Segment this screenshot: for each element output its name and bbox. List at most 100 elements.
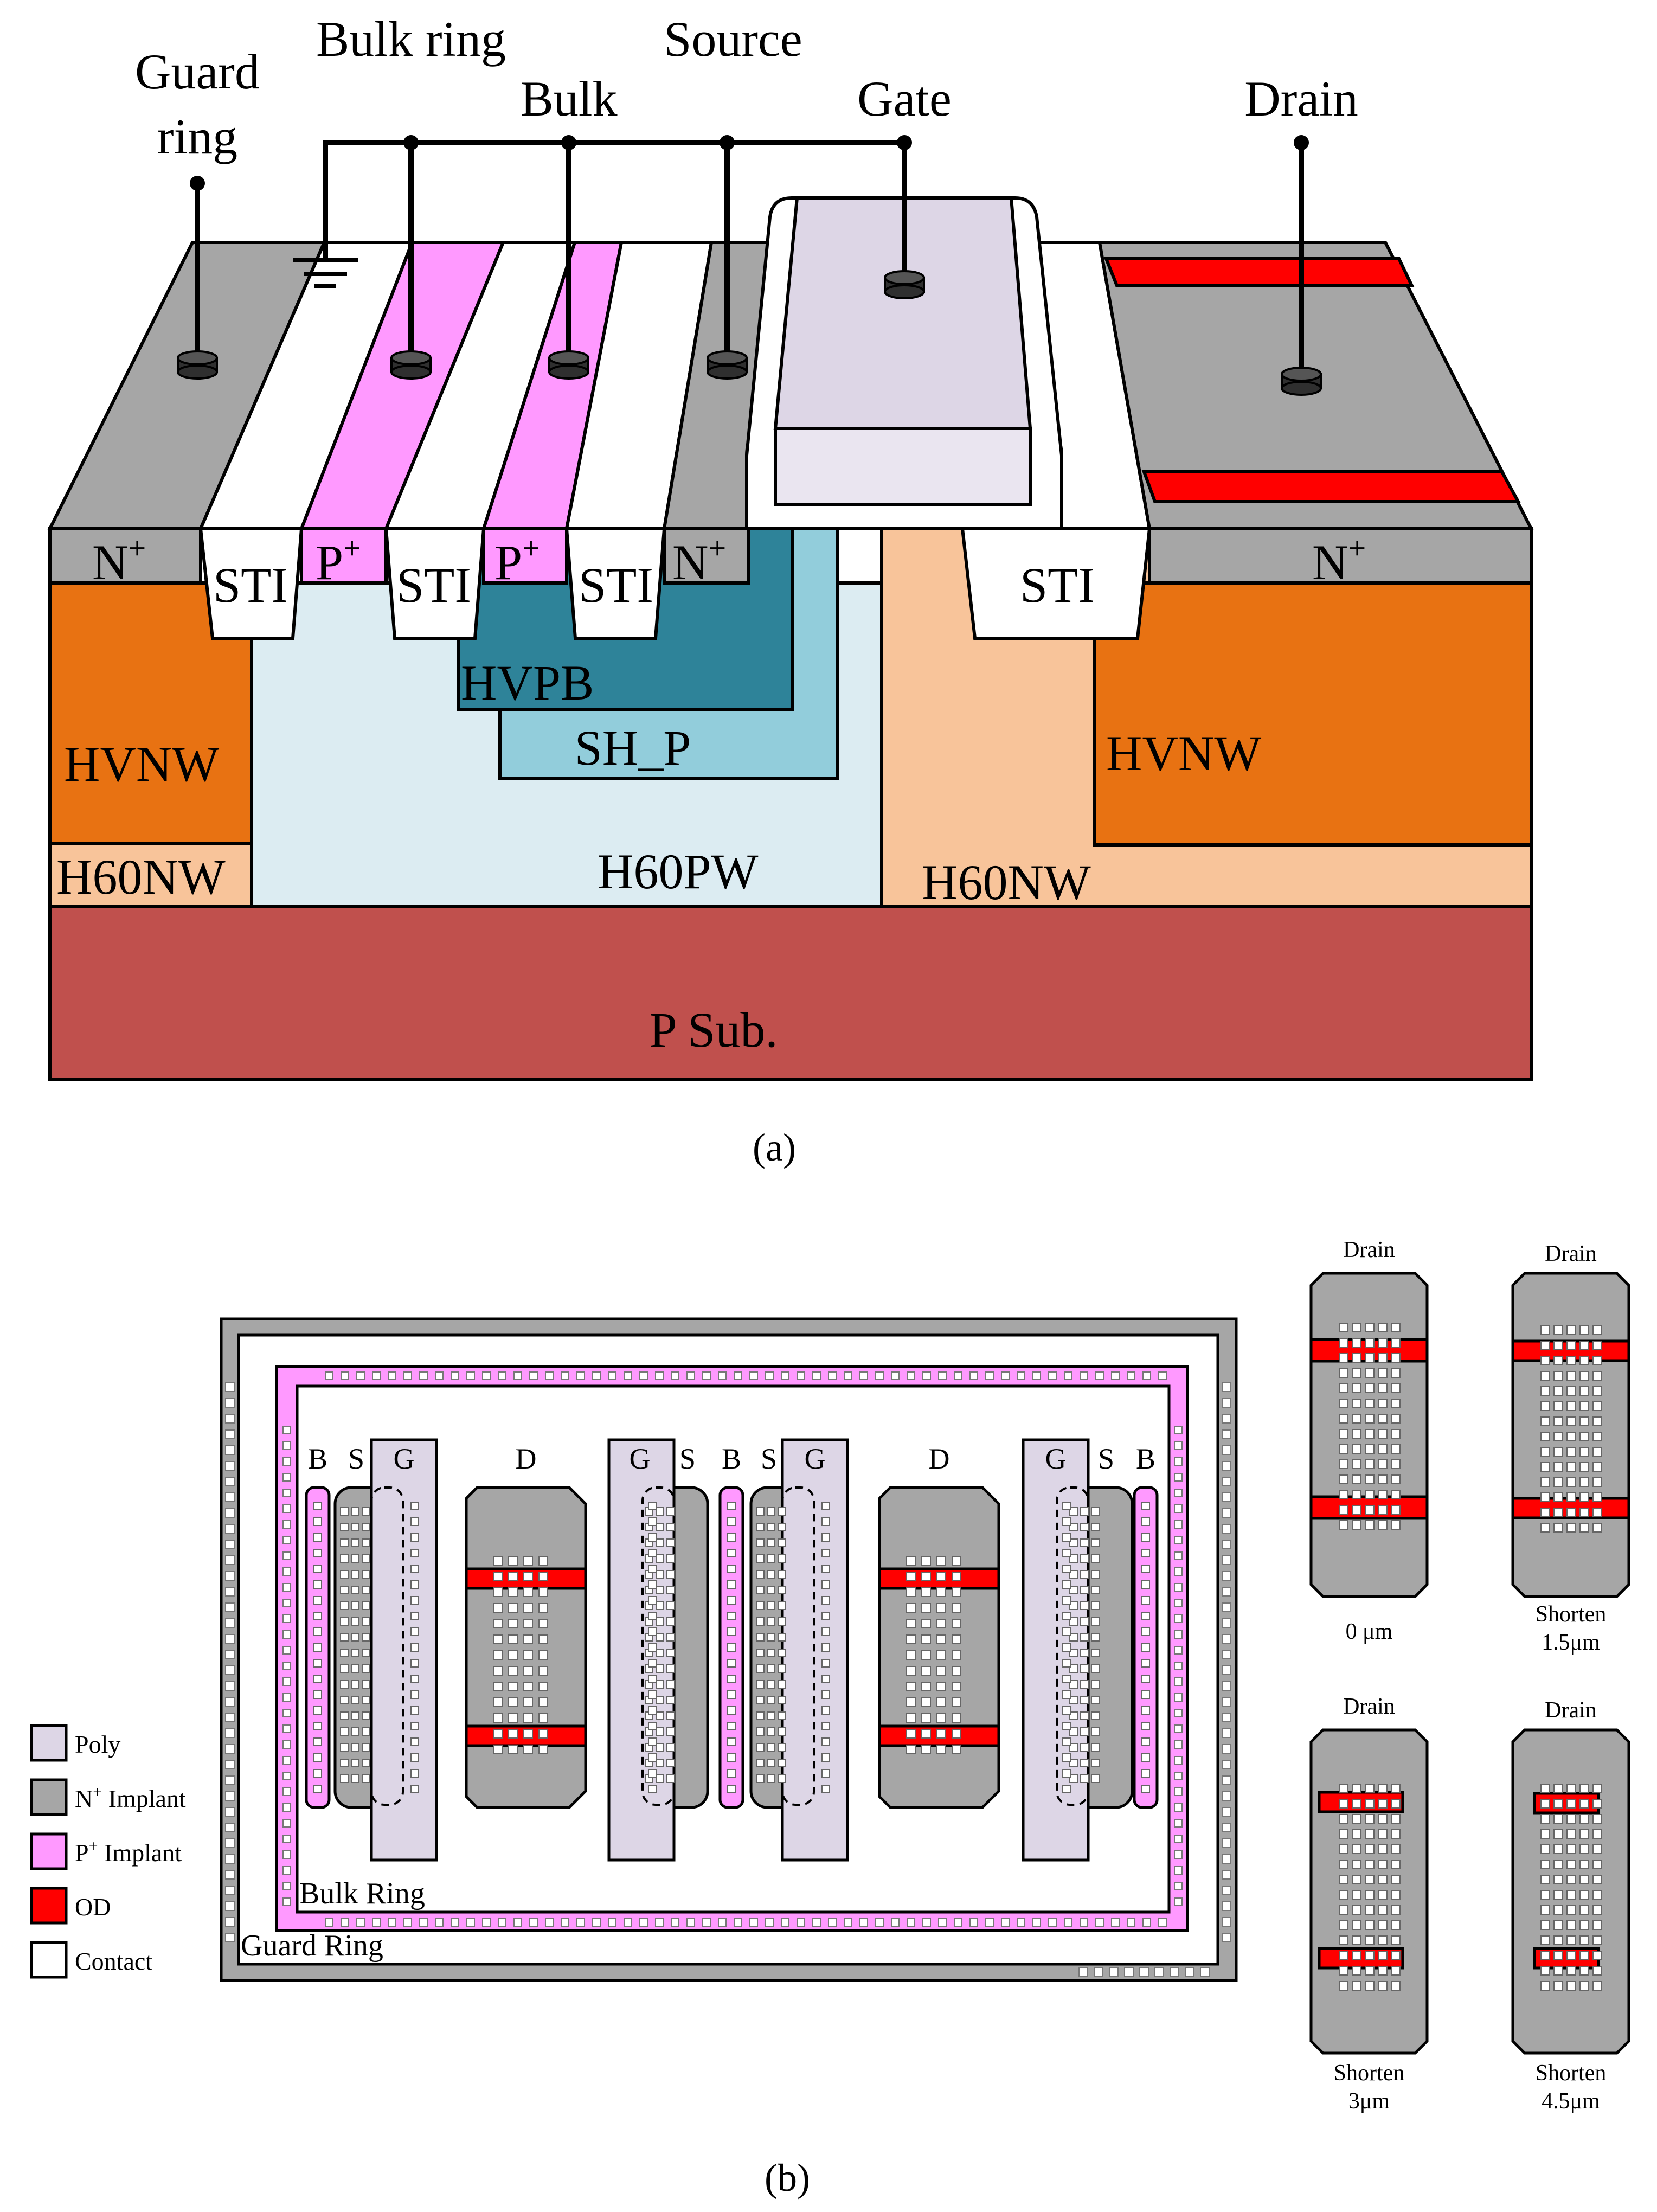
- contact-square: [1352, 1338, 1361, 1348]
- contact-square: [225, 1728, 235, 1738]
- contact-square: [1222, 1382, 1231, 1392]
- contact-square: [1378, 1323, 1388, 1332]
- contact-square: [313, 1627, 322, 1636]
- contact-square: [1540, 1462, 1550, 1472]
- contact-square: [1174, 1787, 1183, 1796]
- contact-square: [410, 1627, 419, 1636]
- contact-square: [1141, 1690, 1150, 1699]
- contact-square: [1540, 1341, 1550, 1350]
- contact-square: [1579, 1981, 1589, 1991]
- contact-square: [767, 1727, 775, 1736]
- contact-square: [356, 1371, 365, 1380]
- contact-square: [410, 1596, 419, 1605]
- contact-square: [225, 1555, 235, 1565]
- contact-square: [656, 1743, 664, 1752]
- contact-square: [1391, 1784, 1401, 1793]
- contact-square: [1391, 1520, 1401, 1530]
- channel-outline-4: [1056, 1486, 1089, 1806]
- contact-square: [1339, 1966, 1348, 1976]
- contact-square: [225, 1713, 235, 1722]
- contact-square: [523, 1572, 533, 1581]
- contact-square: [656, 1617, 664, 1626]
- contact-square: [1339, 1951, 1348, 1960]
- contact-square: [1592, 1325, 1602, 1335]
- contact-square: [1378, 1429, 1388, 1439]
- contact-square: [1378, 1338, 1388, 1348]
- contact-square: [1579, 1523, 1589, 1533]
- contact-square: [1062, 1643, 1071, 1652]
- contact-square: [1566, 1875, 1576, 1884]
- contact-square: [821, 1627, 830, 1636]
- contact-square: [756, 1523, 765, 1531]
- contact-square: [952, 1697, 961, 1707]
- contact-square: [1091, 1523, 1100, 1531]
- contact-square: [1352, 1875, 1361, 1884]
- contact-square: [1339, 1920, 1348, 1930]
- contact-square: [410, 1580, 419, 1589]
- panel-a-cross-section: [47, 135, 1534, 1081]
- contact-square: [1352, 1368, 1361, 1378]
- contact-square: [812, 1918, 821, 1927]
- contact-square: [1540, 1325, 1550, 1335]
- contact-square: [282, 1835, 291, 1843]
- contact-square: [1139, 1967, 1149, 1977]
- contact-square: [648, 1549, 657, 1557]
- contact-square: [1352, 1920, 1361, 1930]
- contact-square: [921, 1634, 931, 1644]
- bulk-ring-contact-icon: [390, 350, 432, 380]
- drain-od-stripe-bottom: [1141, 470, 1521, 503]
- contact-square: [1553, 1935, 1563, 1945]
- contact-square: [821, 1533, 830, 1542]
- contact-square: [1062, 1596, 1071, 1605]
- contact-square: [767, 1664, 775, 1673]
- contact-square: [756, 1743, 765, 1752]
- contact-square: [1566, 1386, 1576, 1396]
- contact-square: [1378, 1981, 1388, 1991]
- contact-square: [985, 1371, 994, 1380]
- contact-square: [1592, 1386, 1602, 1396]
- contact-square: [656, 1774, 664, 1783]
- contact-square: [1579, 1508, 1589, 1517]
- contact-square: [225, 1791, 235, 1801]
- legend-label-contact: Contact: [75, 1947, 152, 1975]
- contact-square: [1111, 1918, 1120, 1927]
- contact-square: [1174, 1457, 1183, 1466]
- contact-square: [1579, 1935, 1589, 1945]
- contact-square: [756, 1664, 765, 1673]
- contact-square: [1391, 1890, 1401, 1900]
- contact-square: [372, 1918, 381, 1927]
- contact-square: [727, 1502, 736, 1510]
- contact-square: [493, 1745, 503, 1754]
- contact-square: [1352, 1474, 1361, 1484]
- contact-square: [1566, 1508, 1576, 1517]
- drain-contact-icon: [1281, 367, 1322, 396]
- contact-square: [1127, 1371, 1135, 1380]
- contact-square: [340, 1664, 349, 1673]
- contact-square: [340, 1554, 349, 1563]
- contact-square: [1222, 1886, 1231, 1895]
- contact-square: [508, 1556, 518, 1566]
- contact-square: [1579, 1905, 1589, 1915]
- contact-square: [508, 1666, 518, 1676]
- contact-square: [666, 1601, 675, 1610]
- contact-square: [1391, 1444, 1401, 1454]
- contact-square: [1069, 1538, 1078, 1547]
- contact-square: [608, 1918, 616, 1927]
- variant-caption-3a: Shorten: [1536, 2061, 1607, 2086]
- contact-square: [767, 1696, 775, 1704]
- contact-square: [1579, 1492, 1589, 1502]
- contact-square: [821, 1769, 830, 1778]
- contact-square: [362, 1617, 370, 1626]
- contact-square: [1592, 1935, 1602, 1945]
- contact-square: [1391, 1474, 1401, 1484]
- contact-square: [727, 1627, 736, 1636]
- contact-square: [1069, 1617, 1078, 1626]
- contact-square: [1174, 1897, 1183, 1906]
- contact-square: [756, 1507, 765, 1516]
- contact-square: [969, 1371, 978, 1380]
- contact-square: [410, 1565, 419, 1573]
- contact-square: [1592, 1905, 1602, 1915]
- contact-square: [523, 1666, 533, 1676]
- contact-square: [282, 1756, 291, 1765]
- contact-square: [1174, 1551, 1183, 1560]
